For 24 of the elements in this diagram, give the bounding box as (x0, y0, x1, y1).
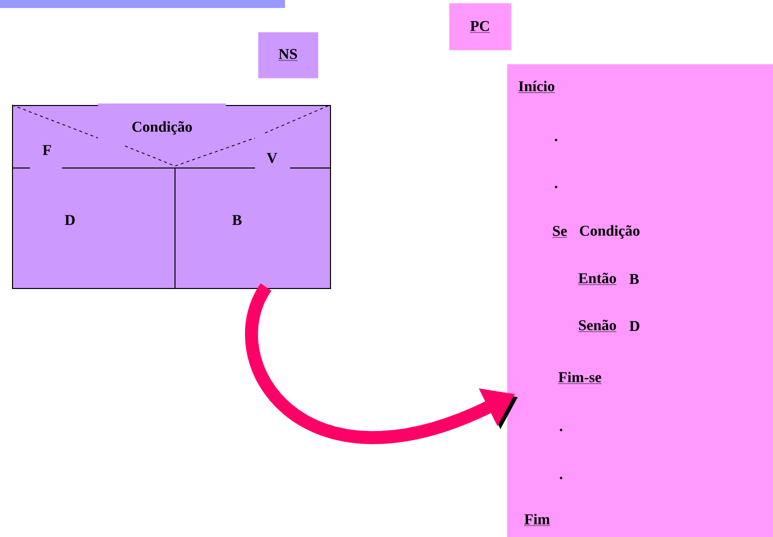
pseudocode-text: Fim (524, 514, 550, 526)
branch-label: V (266, 152, 278, 163)
branch-label: D (64, 215, 75, 225)
pseudocode-text: Início (518, 80, 556, 93)
pseudocode-text: B (629, 274, 639, 284)
pseudocode-text: Senão (578, 320, 617, 332)
pseudocode-panel (507, 64, 773, 537)
branch-label: F (42, 145, 51, 155)
pseudocode-text: . (554, 186, 558, 188)
structogram-box (12, 104, 331, 289)
pseudocode-text: Se (552, 226, 568, 238)
pseudocode-text: . (560, 428, 562, 432)
pseudocode-text: . (554, 138, 558, 142)
tag-box (258, 32, 318, 78)
tag-box (449, 3, 512, 50)
condition-label: Condição (132, 121, 192, 135)
tag-label: PC (470, 20, 490, 33)
branch-label: B (232, 215, 242, 225)
tag-label: NS (278, 48, 298, 61)
pseudocode-text: D (629, 321, 640, 331)
pseudocode-text: Então (578, 272, 617, 285)
pseudocode-text: . (560, 476, 562, 480)
pseudocode-text: Condição (580, 225, 640, 239)
pseudocode-text: Fim-se (558, 372, 602, 384)
